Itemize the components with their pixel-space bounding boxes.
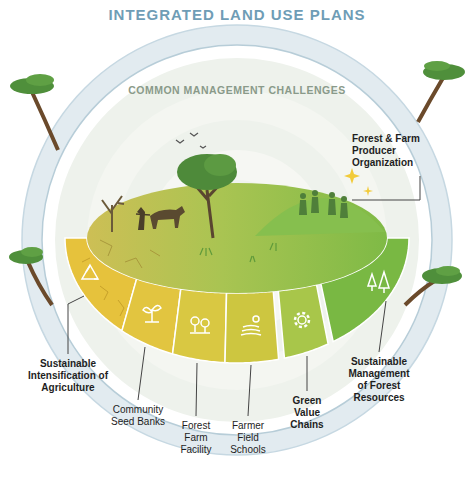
- callout-label: Community Seed Banks: [107, 404, 169, 428]
- label-holder: Community Seed Banks: [107, 404, 169, 428]
- callout-label: Sustainable Intensification of Agricultu…: [28, 358, 108, 394]
- label-holder: Farmer Field Schools: [227, 420, 269, 456]
- band-segment: [122, 279, 181, 354]
- callout-label: Forest Farm Facility: [176, 420, 216, 456]
- callout-label: Forest & Farm Producer Organization: [352, 133, 432, 169]
- band-segment: [173, 289, 227, 363]
- dry-cracks: [100, 240, 160, 268]
- callout-label: Farmer Field Schools: [227, 420, 269, 456]
- side-cracks: [82, 258, 124, 316]
- label-holder: Sustainable Management of Forest Resourc…: [343, 356, 415, 404]
- outer-ring: [22, 25, 452, 455]
- hill: [255, 198, 385, 236]
- label-holder: COMMON MANAGEMENT CHALLENGES: [87, 84, 387, 96]
- section-heading: COMMON MANAGEMENT CHALLENGES: [87, 84, 387, 96]
- scene-figures: [102, 133, 373, 262]
- segment-icons: [82, 265, 389, 335]
- callout-label: Green Value Chains: [285, 395, 329, 431]
- label-holder: Forest Farm Facility: [176, 420, 216, 456]
- diagram-title: INTEGRATED LAND USE PLANS: [87, 6, 387, 24]
- label-holder: Sustainable Intensification of Agricultu…: [28, 358, 108, 394]
- callout-label: Sustainable Management of Forest Resourc…: [343, 356, 415, 404]
- band-segment: [278, 285, 328, 359]
- land-top: [87, 183, 387, 293]
- label-holder: Green Value Chains: [285, 395, 329, 431]
- leader-lines: [68, 176, 420, 416]
- band-segment: [225, 291, 279, 363]
- sky: [55, 58, 419, 422]
- label-holder: Forest & Farm Producer Organization: [352, 133, 432, 169]
- title-holder: INTEGRATED LAND USE PLANS: [87, 6, 387, 24]
